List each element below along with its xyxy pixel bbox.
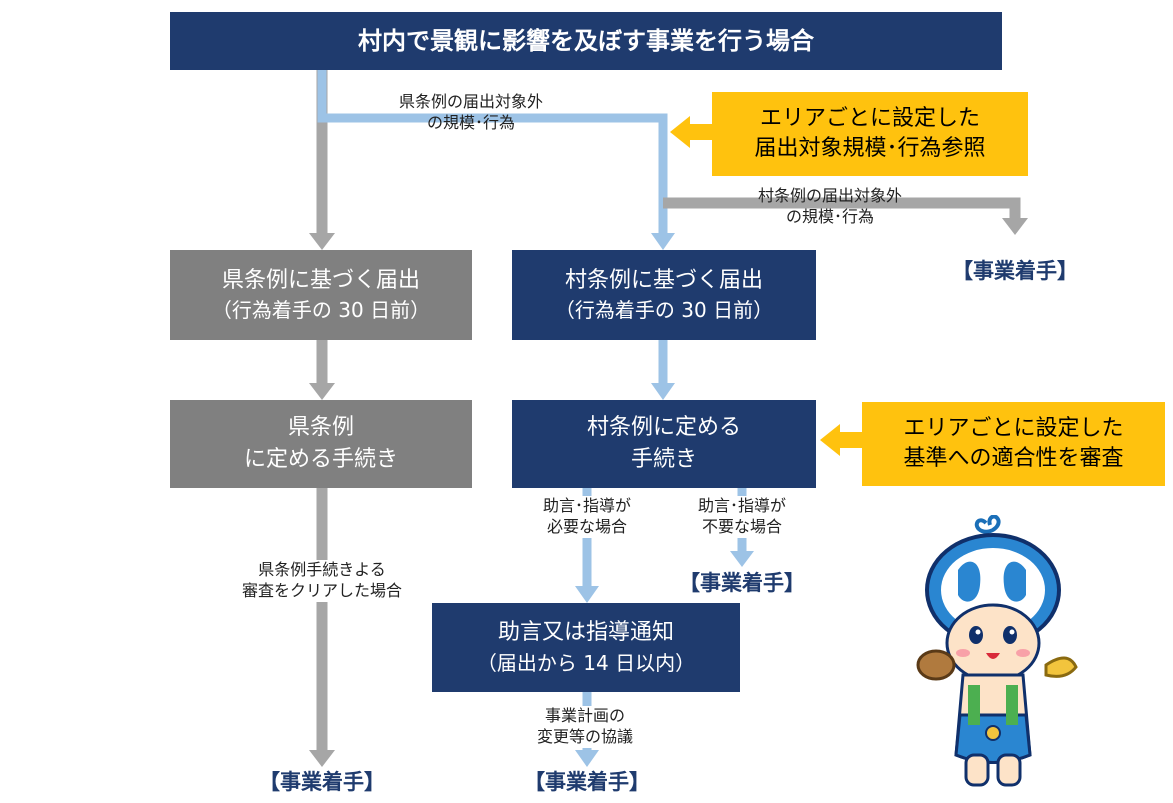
label-pref-out-of-scope: 県条例の届出対象外 の規模･行為 xyxy=(376,92,566,134)
label-plan-change-line2: 変更等の協議 xyxy=(536,726,633,746)
village-procedure-box: 村条例に定める 手続き xyxy=(512,400,816,488)
start-label-pref: 【事業着手】 xyxy=(259,770,385,794)
label-village-out-line2: の規模･行為 xyxy=(785,206,874,226)
pref-procedure-box: 県条例 に定める手続き xyxy=(170,400,472,488)
village-procedure-line2: 手続き xyxy=(630,447,697,472)
start-label-advice: 【事業着手】 xyxy=(524,770,650,794)
village-notification-line1: 村条例に基づく届出 xyxy=(564,267,763,293)
start-label-no-guidance: 【事業着手】 xyxy=(679,571,805,595)
arrowhead-advice-notice xyxy=(575,586,599,603)
advice-notice-line2: （届出から 14 日以内） xyxy=(476,650,696,675)
advice-notice-box: 助言又は指導通知 （届出から 14 日以内） xyxy=(432,603,740,692)
arrowhead-advice-start xyxy=(575,750,599,767)
area-note-2-line1: エリアごとに設定した xyxy=(903,416,1124,442)
village-procedure-line1: 村条例に定める xyxy=(586,415,741,441)
pref-notification-box: 県条例に基づく届出 （行為着手の 30 日前） xyxy=(170,250,472,340)
arrow-village-out-of-scope xyxy=(663,197,1021,220)
arrowhead-village-out-start xyxy=(1002,218,1028,235)
area-note-submission-scope: エリアごとに設定した 届出対象規模･行為参照 xyxy=(712,92,1028,176)
label-village-out-of-scope: 村条例の届出対象外 の規模･行為 xyxy=(730,186,930,228)
area-note-1-line2: 届出対象規模･行為参照 xyxy=(754,136,986,161)
label-plan-change-line1: 事業計画の xyxy=(544,706,625,725)
pref-notification-line1: 県条例に基づく届出 xyxy=(221,267,420,293)
label-guidance-not-needed-line2: 不要な場合 xyxy=(701,516,782,536)
arrowhead-pref-notification xyxy=(309,233,335,250)
label-village-out-line1: 村条例の届出対象外 xyxy=(757,186,902,205)
label-pref-cleared: 県条例手続きよる 審査をクリアした場合 xyxy=(210,560,434,602)
label-guidance-needed-line2: 必要な場合 xyxy=(546,516,627,536)
header-title: 村内で景観に影響を及ぼす事業を行う場合 xyxy=(358,26,814,55)
arrowhead-village-notification xyxy=(651,233,675,250)
label-guidance-needed-line1: 助言･指導が xyxy=(542,496,631,515)
label-pref-cleared-line1: 県条例手続きよる xyxy=(258,560,386,579)
header-banner: 村内で景観に影響を及ぼす事業を行う場合 xyxy=(170,12,1002,70)
village-notification-line2: （行為着手の 30 日前） xyxy=(554,298,774,323)
label-pref-out-line2: の規模･行為 xyxy=(426,112,515,132)
area-note-2-line2: 基準への適合性を審査 xyxy=(903,446,1124,471)
mascot-character-icon xyxy=(916,515,1078,787)
label-pref-out-line1: 県条例の届出対象外 xyxy=(398,92,543,111)
yellow-arrow-1 xyxy=(670,116,712,148)
yellow-arrow-2 xyxy=(820,424,862,456)
arrowhead-pref-procedure xyxy=(309,383,335,400)
advice-notice-line1: 助言又は指導通知 xyxy=(497,620,674,646)
arrowhead-village-start-mid xyxy=(730,551,754,567)
pref-procedure-line2: に定める手続き xyxy=(243,447,398,472)
pref-procedure-line1: 県条例 xyxy=(287,415,354,441)
start-label-out-of-scope: 【事業着手】 xyxy=(952,259,1078,283)
label-guidance-not-needed-line1: 助言･指導が xyxy=(697,496,786,515)
arrow-header-to-village xyxy=(317,70,668,235)
area-note-criteria-review: エリアごとに設定した 基準への適合性を審査 xyxy=(862,402,1165,486)
label-pref-cleared-line2: 審査をクリアした場合 xyxy=(241,580,402,600)
pref-notification-line2: （行為着手の 30 日前） xyxy=(211,298,431,323)
label-plan-change: 事業計画の 変更等の協議 xyxy=(510,706,660,748)
arrowhead-village-procedure xyxy=(651,383,675,400)
label-guidance-needed: 助言･指導が 必要な場合 xyxy=(523,496,651,538)
village-notification-box: 村条例に基づく届出 （行為着手の 30 日前） xyxy=(512,250,816,340)
label-guidance-not-needed: 助言･指導が 不要な場合 xyxy=(678,496,806,538)
arrowhead-pref-start xyxy=(309,750,335,767)
area-note-1-line1: エリアごとに設定した xyxy=(759,106,980,132)
